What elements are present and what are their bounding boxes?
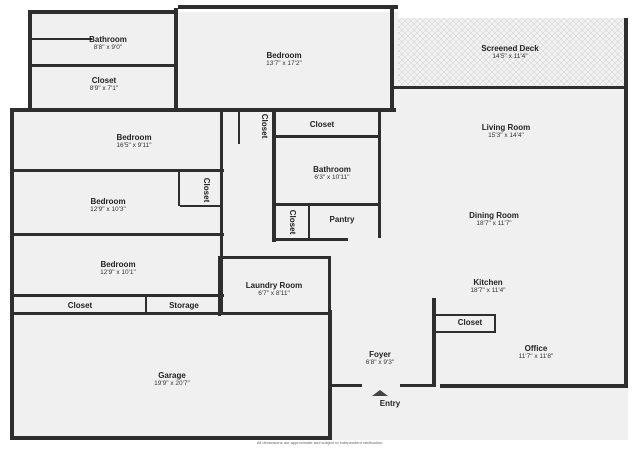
room-closet-office: Closet xyxy=(458,318,483,327)
room-dimensions: 6'8" x 9'3" xyxy=(366,359,395,366)
room-bedroom-top: Bedroom 13'7" x 17'2" xyxy=(266,51,302,67)
room-name: Bedroom xyxy=(116,133,151,142)
room-name: Bathroom xyxy=(89,35,127,44)
room-closet-vertical-2: Closet xyxy=(202,178,211,203)
room-foyer: Foyer 6'8" x 9'3" xyxy=(366,350,395,366)
room-dining-room: Dining Room 18'7" x 11'7" xyxy=(469,211,519,227)
room-closet-vertical-1: Closet xyxy=(260,114,269,139)
room-dimensions: 12'9" x 10'3" xyxy=(90,206,126,213)
room-closet-mid: Closet xyxy=(310,120,335,129)
room-name: Garage xyxy=(158,371,186,380)
room-dimensions: 13'7" x 17'2" xyxy=(266,60,302,67)
room-screened-deck: Screened Deck 14'5" x 11'4" xyxy=(481,44,539,60)
room-name: Bedroom xyxy=(266,51,301,60)
entry-label: Entry xyxy=(380,399,401,408)
room-name: Kitchen xyxy=(473,278,502,287)
disclaimer-footnote: All dimensions are approximate and subje… xyxy=(256,440,384,445)
room-closet-vertical-3: Closet xyxy=(288,210,297,235)
room-name: Bedroom xyxy=(100,260,135,269)
room-labels: Bathroom 8'8" x 9'0" Closet 8'9" x 7'1" … xyxy=(68,35,554,408)
room-name: Closet xyxy=(310,120,335,129)
room-dimensions: 12'9" x 10'1" xyxy=(100,269,136,276)
room-name: Bathroom xyxy=(313,165,351,174)
room-bedroom-4: Bedroom 12'9" x 10'1" xyxy=(100,260,136,276)
room-office: Office 11'7" x 11'8" xyxy=(519,344,554,360)
room-garage: Garage 19'9" x 20'7" xyxy=(154,371,190,387)
room-name: Laundry Room xyxy=(246,281,302,290)
room-dimensions: 14'5" x 11'4" xyxy=(492,53,528,60)
entry-arrow xyxy=(372,390,388,396)
room-pantry: Pantry xyxy=(330,215,355,224)
room-name: Office xyxy=(525,344,548,353)
room-dimensions: 6'7" x 8'11" xyxy=(258,290,290,297)
room-name: Living Room xyxy=(482,123,530,132)
room-name: Dining Room xyxy=(469,211,519,220)
room-storage: Storage xyxy=(169,301,199,310)
room-closet-bottom-left: Closet xyxy=(68,301,93,310)
room-dimensions: 8'9" x 7'1" xyxy=(90,85,119,92)
room-dimensions: 16'5" x 9'11" xyxy=(116,142,152,149)
walls xyxy=(10,5,628,440)
room-dimensions: 19'9" x 20'7" xyxy=(154,380,190,387)
room-name: Bedroom xyxy=(90,197,125,206)
room-bathroom-top: Bathroom 8'8" x 9'0" xyxy=(89,35,127,51)
room-name: Closet xyxy=(92,76,117,85)
room-dimensions: 6'3" x 10'11" xyxy=(314,174,350,181)
room-bathroom-mid: Bathroom 6'3" x 10'11" xyxy=(313,165,351,181)
room-laundry-room: Laundry Room 6'7" x 8'11" xyxy=(246,281,302,297)
screened-deck-floor xyxy=(398,18,626,86)
room-dimensions: 18'7" x 11'7" xyxy=(476,220,512,227)
room-name: Screened Deck xyxy=(481,44,539,53)
room-dimensions: 18'7" x 11'4" xyxy=(470,287,506,294)
room-bedroom-3: Bedroom 12'9" x 10'3" xyxy=(90,197,126,213)
room-living-room: Living Room 15'3" x 14'4" xyxy=(482,123,530,139)
room-closet-top: Closet 8'9" x 7'1" xyxy=(90,76,119,92)
room-dimensions: 15'3" x 14'4" xyxy=(488,132,524,139)
room-name: Foyer xyxy=(369,350,391,359)
room-kitchen: Kitchen 18'7" x 11'4" xyxy=(470,278,506,294)
room-bedroom-2: Bedroom 16'5" x 9'11" xyxy=(116,133,152,149)
room-dimensions: 8'8" x 9'0" xyxy=(94,44,123,51)
room-dimensions: 11'7" x 11'8" xyxy=(519,353,554,360)
